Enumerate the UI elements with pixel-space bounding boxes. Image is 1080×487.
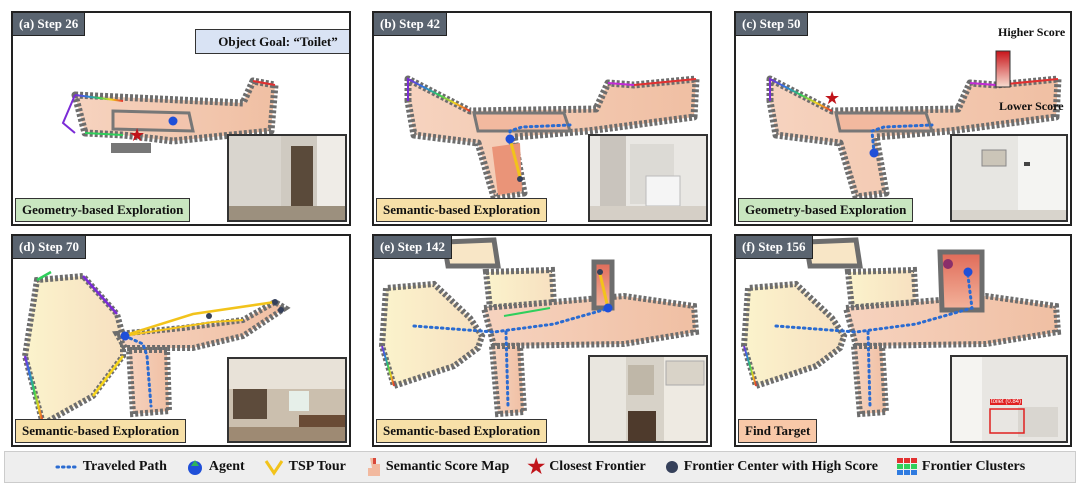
photo-c [952,136,1066,220]
panel-b: (b) Step 42 Semantic-based Exploration [372,11,712,226]
caption-b: Semantic-based Exploration [376,198,548,222]
legend: Traveled Path Agent TSP Tour Semantic Sc… [4,451,1076,483]
egocentric-view-c [950,134,1068,222]
map-b [404,75,700,201]
egocentric-view-d [227,357,347,443]
map-e [378,237,700,418]
closest-frontier-star: ★ [129,125,146,145]
legend-traveled-path: Traveled Path [55,459,167,475]
photo-d [229,359,345,441]
detection-box [989,408,1025,434]
step-label-a: (a) Step 26 [13,13,86,36]
egocentric-view-f: toilet (0.84) [950,355,1068,443]
panel-a: Object Goal: “Toilet” (a) Step 26 ★ Geom… [11,11,351,226]
step-label-b: (b) Step 42 [374,13,447,36]
tsp-arrow-icon [264,460,283,476]
legend-frontier-clusters: Frontier Clusters [896,457,1025,477]
legend-closest-frontier: ★ Closest Frontier [527,456,646,478]
map-c [766,50,1062,201]
caption-c: Geometry-based Exploration [738,198,914,222]
panel-c: (c) Step 50 Higher Score Lower Score ★ G… [734,11,1072,226]
legend-tsp: TSP Tour [263,457,346,477]
photo-e [590,357,706,441]
egocentric-view-e [588,355,708,443]
step-label-e: (e) Step 142 [374,236,452,259]
map-a [61,77,279,153]
frontier-center-icon [665,461,678,473]
closest-frontier-star: ★ [824,88,841,108]
egocentric-view-b [588,134,708,222]
star-icon: ★ [527,456,546,478]
map-d [21,270,291,429]
agent-icon [187,460,202,475]
lower-score-label: Lower Score [999,99,1064,113]
semantic-map-icon [367,458,380,476]
caption-e: Semantic-based Exploration [376,419,548,443]
panel-f: (f) Step 156 toilet (0.84) Find Target [734,234,1072,447]
step-label-f: (f) Step 156 [736,236,813,259]
photo-a [229,136,345,220]
frontier-clusters-icon [896,458,917,475]
path-dots-icon [55,465,79,469]
object-goal-box: Object Goal: “Toilet” [195,29,349,54]
caption-a: Geometry-based Exploration [15,198,191,222]
detection-label: toilet (0.84) [990,399,1023,405]
legend-frontier-center: Frontier Center with High Score [664,459,878,475]
caption-f: Find Target [738,419,818,443]
step-label-c: (c) Step 50 [736,13,808,36]
map-f [740,237,1062,418]
step-label-d: (d) Step 70 [13,236,86,259]
legend-semantic-map: Semantic Score Map [364,456,509,478]
egocentric-view-a [227,134,347,222]
score-colorbar [995,50,1011,88]
photo-b [590,136,706,220]
panel-d: (d) Step 70 Semantic-based Exploration [11,234,351,447]
legend-agent: Agent [185,457,245,477]
panel-e: (e) Step 142 Semantic-based Exploration [372,234,712,447]
caption-d: Semantic-based Exploration [15,419,187,443]
higher-score-label: Higher Score [998,25,1066,39]
